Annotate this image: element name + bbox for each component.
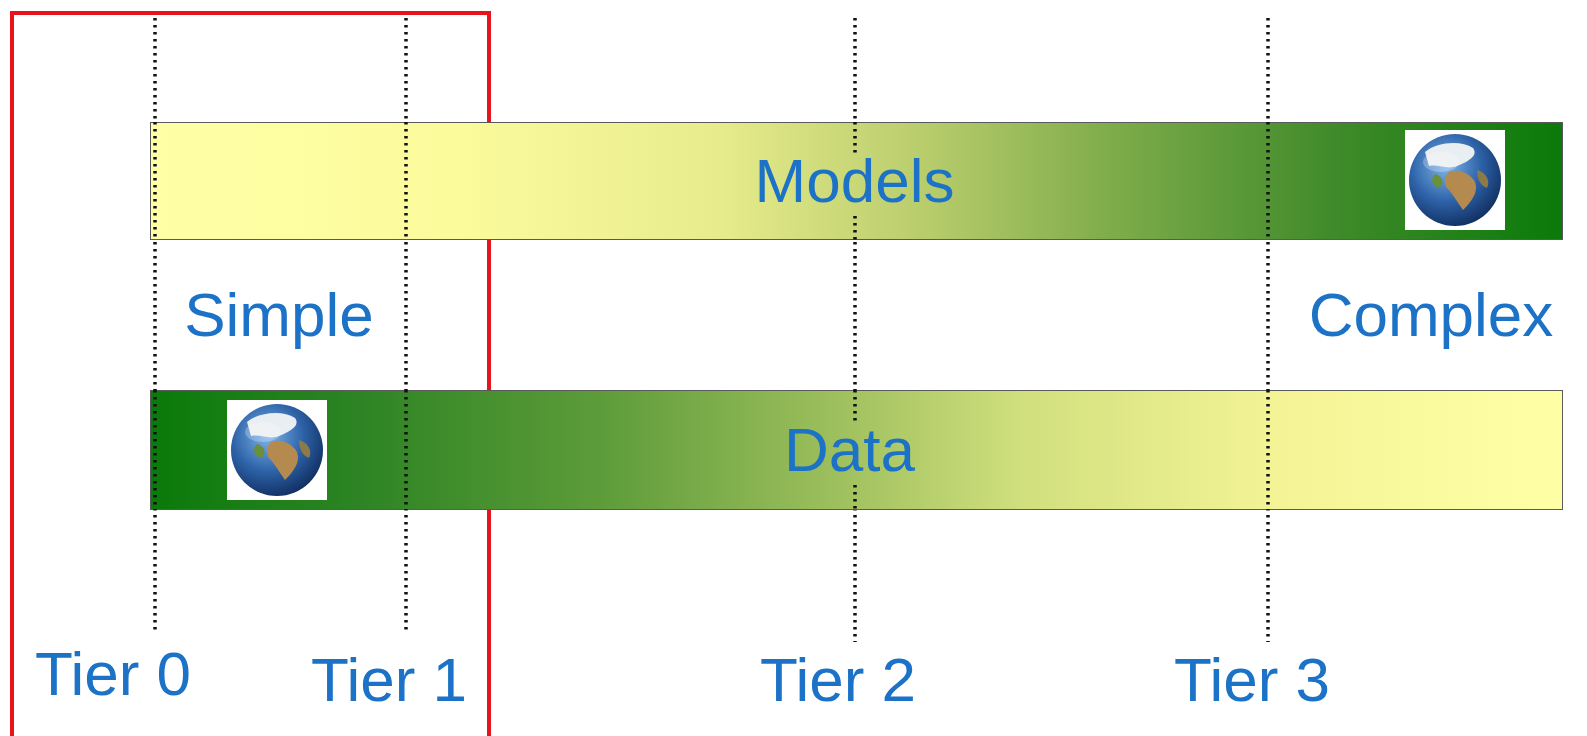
models-band: Models [150,122,1563,240]
band-label: Data [784,419,915,481]
tier-line [153,18,157,632]
tier-label: Tier 1 [311,649,467,711]
scale-label: Complex [1309,284,1554,346]
tier-label: Tier 2 [760,649,916,711]
tier-line [853,18,857,642]
tier-label: Tier 0 [35,643,191,705]
tier-label: Tier 3 [1174,649,1330,711]
data-band: Data [150,390,1563,510]
tier-line [1266,18,1270,642]
band-label: Models [755,150,955,212]
tier-line [404,18,408,630]
scale-label: Simple [184,284,374,346]
